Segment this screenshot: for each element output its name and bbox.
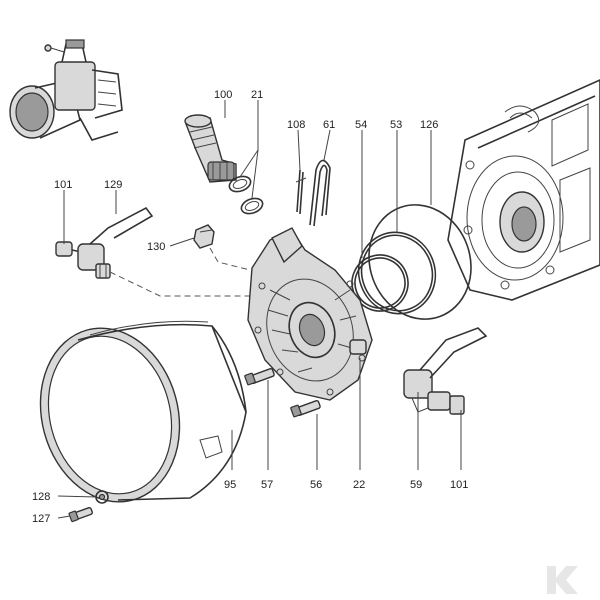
leader-lines — [57, 100, 462, 519]
part-label-128: 128 — [32, 491, 50, 503]
valve-right — [403, 327, 488, 415]
part-labels: 100 21 108 61 54 53 126 101 129 130 95 5… — [32, 89, 468, 525]
part-label-53: 53 — [390, 119, 402, 131]
assembly-line-valve — [109, 271, 255, 297]
bolt-56 — [290, 400, 321, 418]
part-label-126: 126 — [420, 119, 438, 131]
hex-nut — [193, 224, 215, 249]
part-label-57: 57 — [261, 479, 273, 491]
part-label-59: 59 — [410, 479, 422, 491]
part-label-130: 130 — [147, 241, 165, 253]
spring-clip — [309, 159, 331, 227]
part-label-56: 56 — [310, 479, 322, 491]
part-label-95: 95 — [224, 479, 236, 491]
valve-left — [55, 206, 154, 279]
part-label-108: 108 — [287, 119, 305, 131]
part-label-22: 22 — [353, 479, 365, 491]
filter-bowl — [39, 320, 247, 503]
split-pin — [295, 169, 307, 215]
pump-housing — [447, 79, 600, 301]
elbow-fitting — [184, 114, 237, 183]
part-label-127: 127 — [32, 513, 50, 525]
part-label-54: 54 — [355, 119, 367, 131]
center-cover — [247, 227, 373, 401]
pump-thumbnail-icon — [9, 39, 123, 141]
brand-logo-icon — [547, 566, 578, 594]
part-label-101a: 101 — [54, 179, 72, 191]
screw-127 — [68, 506, 93, 523]
part-label-61: 61 — [323, 119, 335, 131]
washers — [228, 175, 264, 215]
part-label-101b: 101 — [450, 479, 468, 491]
o-rings — [351, 204, 472, 320]
bolt-57 — [244, 368, 275, 386]
assembly-line-nut — [209, 247, 251, 271]
part-label-100: 100 — [214, 89, 232, 101]
part-label-129: 129 — [104, 179, 122, 191]
part-label-21: 21 — [251, 89, 263, 101]
